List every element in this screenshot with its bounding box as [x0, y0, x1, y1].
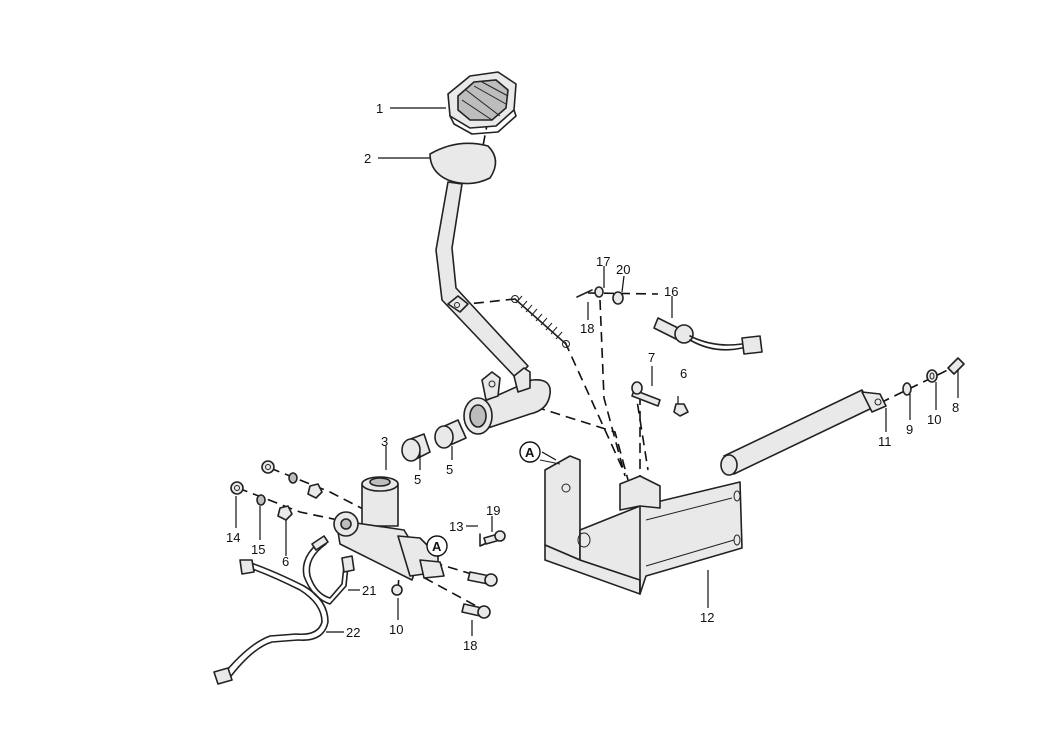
pivot-shaft — [720, 389, 887, 476]
callout-17: 17 — [596, 254, 610, 269]
washer-20 — [612, 291, 624, 305]
return-spring — [511, 295, 570, 348]
washer-14-upper — [261, 460, 275, 474]
bushing-right — [434, 419, 467, 449]
reference-mark-a-bracket: A — [519, 441, 541, 463]
callout-21: 21 — [362, 583, 376, 598]
callout-22: 22 — [346, 625, 360, 640]
reference-mark-a-bracket-label: A — [525, 445, 535, 460]
bolt-8 — [947, 357, 965, 375]
pin-17 — [576, 286, 604, 298]
callout-2: 2 — [364, 151, 371, 166]
callout-18-upper: 18 — [580, 321, 594, 336]
callout-5-left: 5 — [414, 472, 421, 487]
washer-10-right — [926, 369, 938, 383]
mounting-bracket — [539, 455, 743, 595]
callout-16: 16 — [664, 284, 678, 299]
reference-mark-a-cylinder-label: A — [432, 539, 442, 554]
callout-13: 13 — [449, 519, 463, 534]
callout-3: 3 — [381, 434, 388, 449]
washer-14-lower — [230, 481, 244, 495]
washer-9 — [902, 382, 912, 396]
nut-6-lower — [277, 505, 293, 521]
pedal-plate — [429, 142, 497, 185]
callout-11: 11 — [878, 434, 892, 449]
bolt-18-lower — [461, 603, 491, 619]
nut-6-right — [673, 403, 689, 417]
callout-20: 20 — [616, 262, 630, 277]
pedal-pad — [447, 71, 517, 135]
reference-mark-a-cylinder: A — [426, 535, 448, 557]
callout-6-right: 6 — [680, 366, 687, 381]
callout-7: 7 — [648, 350, 655, 365]
washer-15-lower — [256, 494, 266, 506]
callout-8: 8 — [952, 400, 959, 415]
leader-lines — [235, 107, 959, 636]
pedal-switch — [653, 317, 763, 355]
hydraulic-line-21 — [302, 535, 355, 605]
bolt-18-upper — [467, 571, 498, 587]
washer-10-lower — [391, 584, 403, 596]
bushing-left — [401, 433, 431, 462]
callout-9: 9 — [906, 422, 913, 437]
nut-6-upper — [307, 483, 323, 499]
hydraulic-line-22 — [213, 559, 329, 685]
bolt-7 — [631, 381, 661, 407]
pedal-pivot-tube — [463, 367, 551, 435]
pedal-arm — [435, 181, 529, 379]
callout-15: 15 — [251, 542, 265, 557]
callout-10-lower: 10 — [389, 622, 403, 637]
bolt-19 — [483, 530, 506, 545]
master-cylinder — [333, 476, 445, 581]
callout-18-lower: 18 — [463, 638, 477, 653]
callout-12: 12 — [700, 610, 714, 625]
callout-1: 1 — [376, 101, 383, 116]
callout-19: 19 — [486, 503, 500, 518]
callout-5-right: 5 — [446, 462, 453, 477]
callout-14: 14 — [226, 530, 240, 545]
callout-6-left: 6 — [282, 554, 289, 569]
callout-labels: 1 2 3 5 5 6 7 8 9 10 11 12 13 14 15 6 16… — [226, 101, 959, 653]
washer-15-upper — [288, 472, 298, 484]
callout-10-right: 10 — [927, 412, 941, 427]
